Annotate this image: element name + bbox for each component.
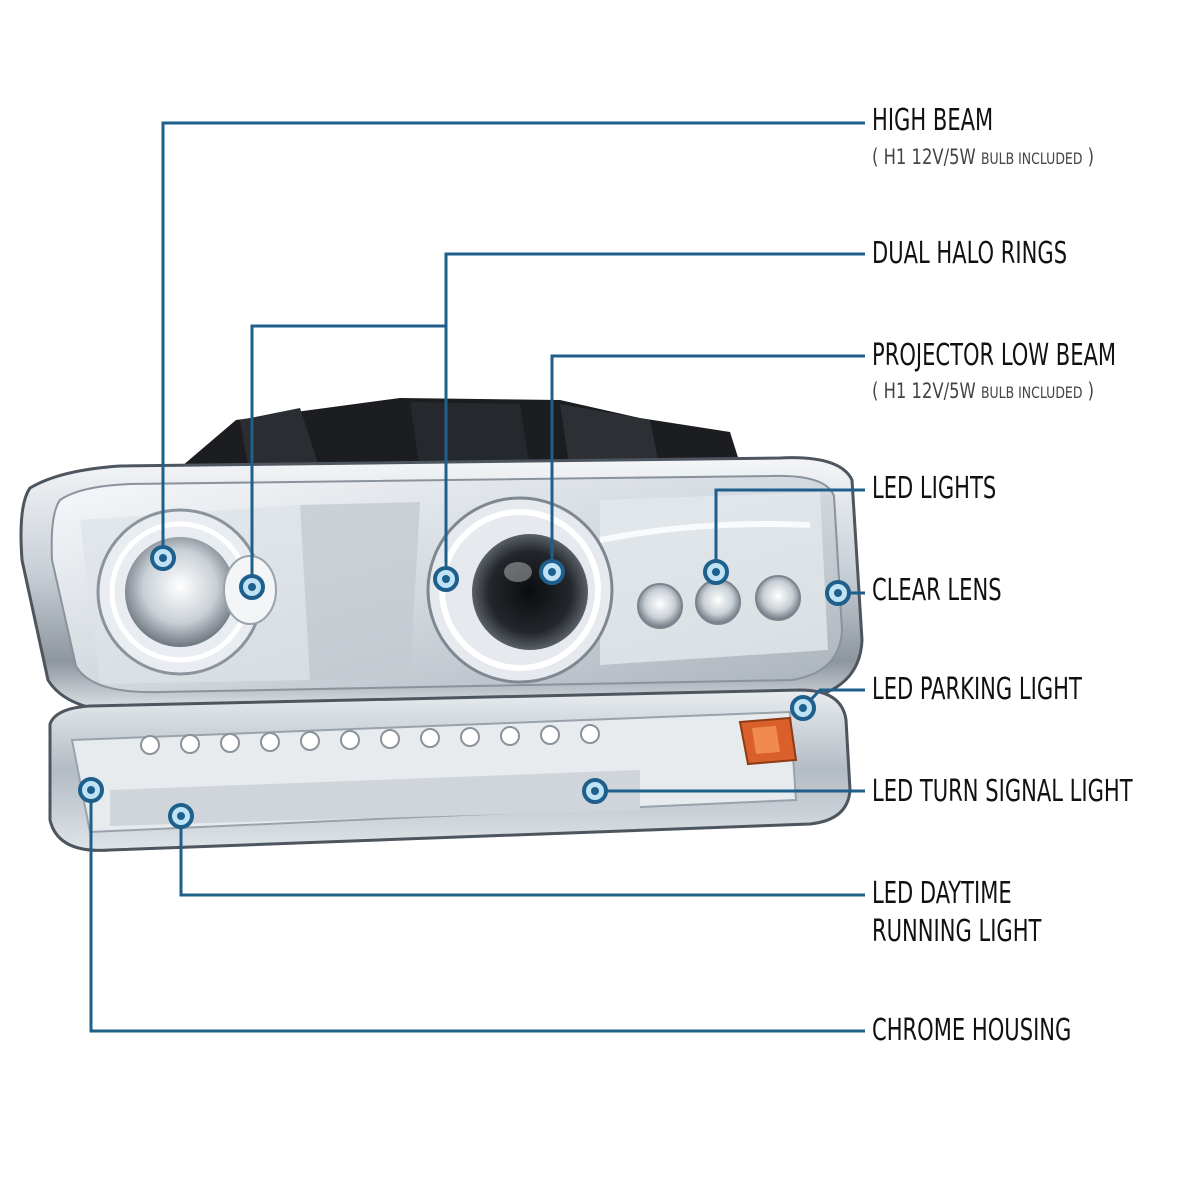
led-row (140, 724, 600, 755)
led-drl-label-line2: RUNNING LIGHT (872, 914, 1042, 949)
callout-dots (78, 545, 851, 829)
chrome-housing-label: CHROME HOUSING (872, 1013, 1072, 1048)
dual-halo-leader-left (250, 324, 446, 584)
clear-lens-label: CLEAR LENS (872, 573, 1002, 608)
projector-note-small: BULB INCLUDED (980, 383, 1083, 402)
dual-halo-leader (444, 252, 865, 579)
halo-ring-dot-left (239, 574, 265, 600)
high-beam-note-close: ) (1082, 145, 1095, 169)
projector-dot (539, 559, 565, 585)
led-turn-signal-label: LED TURN SIGNAL LIGHT (872, 774, 1133, 809)
led-lights-label: LED LIGHTS (872, 471, 997, 506)
projector-low-beam-label: PROJECTOR LOW BEAM (872, 338, 1117, 373)
high-beam-label: HIGH BEAM (872, 103, 994, 138)
high-beam-note-open: ( H1 12V/5W (872, 145, 981, 169)
halo-ring-dot-right (433, 566, 459, 592)
drl-dot (168, 803, 194, 829)
drl-leader (179, 816, 865, 897)
dual-halo-rings-label: DUAL HALO RINGS (872, 236, 1068, 271)
projector-bulb-note: ( H1 12V/5W BULB INCLUDED ) (872, 379, 1094, 405)
projector-leader (550, 354, 865, 572)
high-beam-leader (161, 121, 865, 546)
led-parking-light-label: LED PARKING LIGHT (872, 672, 1082, 707)
led-lights-cluster (637, 575, 801, 629)
projector-note-open: ( H1 12V/5W (872, 379, 981, 403)
projector-note-close: ) (1082, 379, 1095, 403)
parking-light-dot (790, 695, 816, 721)
leader-lines (89, 121, 865, 1033)
projector-assembly (426, 496, 614, 684)
led-drl-label-line1: LED DAYTIME (872, 876, 1012, 911)
chrome-housing-dot (78, 777, 104, 803)
chrome-housing-leader (89, 790, 865, 1033)
turn-signal-dot (582, 778, 608, 804)
led-lights-dot (703, 559, 729, 585)
led-lights-leader (714, 488, 865, 572)
bumper-light (48, 688, 852, 852)
high-beam-note-small: BULB INCLUDED (980, 149, 1083, 168)
high-beam-bulb-note: ( H1 12V/5W BULB INCLUDED ) (872, 145, 1094, 171)
high-beam-dot (150, 545, 176, 571)
rear-housing (168, 398, 742, 478)
clear-lens-dot (825, 580, 851, 606)
